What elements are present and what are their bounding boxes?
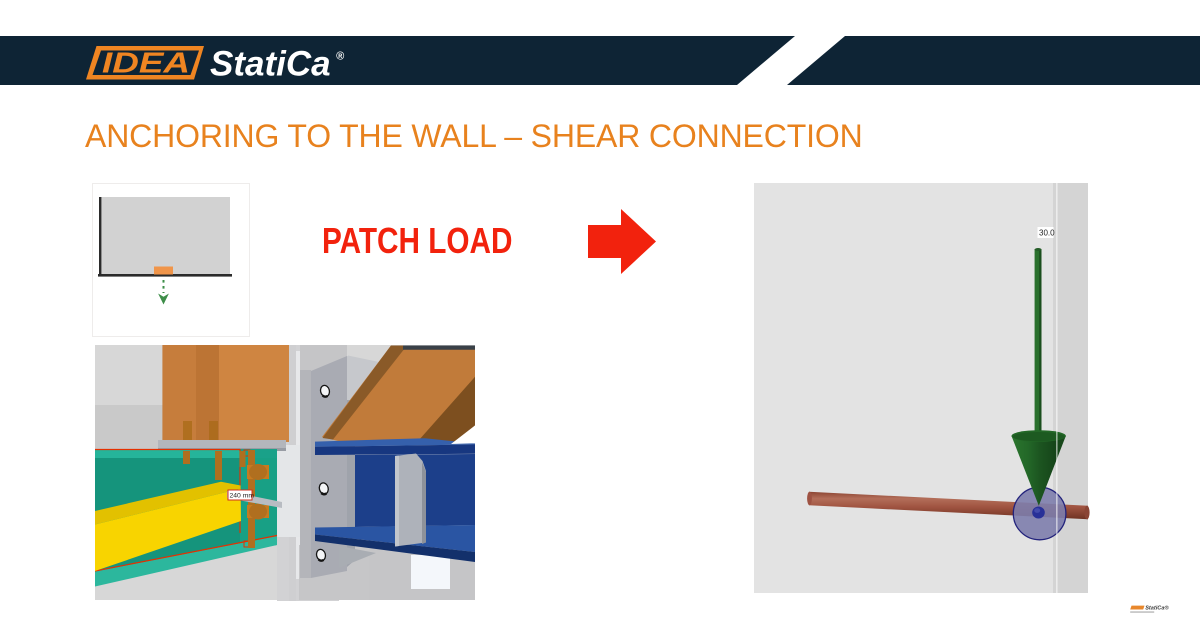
- svg-text:®: ®: [336, 51, 345, 63]
- svg-text:IDEA: IDEA: [102, 48, 190, 80]
- svg-text:240 mm: 240 mm: [230, 493, 255, 500]
- svg-text:StatiCa®: StatiCa®: [1145, 605, 1169, 612]
- svg-text:StatiCa: StatiCa: [210, 45, 331, 84]
- svg-text:30.0: 30.0: [1039, 228, 1055, 237]
